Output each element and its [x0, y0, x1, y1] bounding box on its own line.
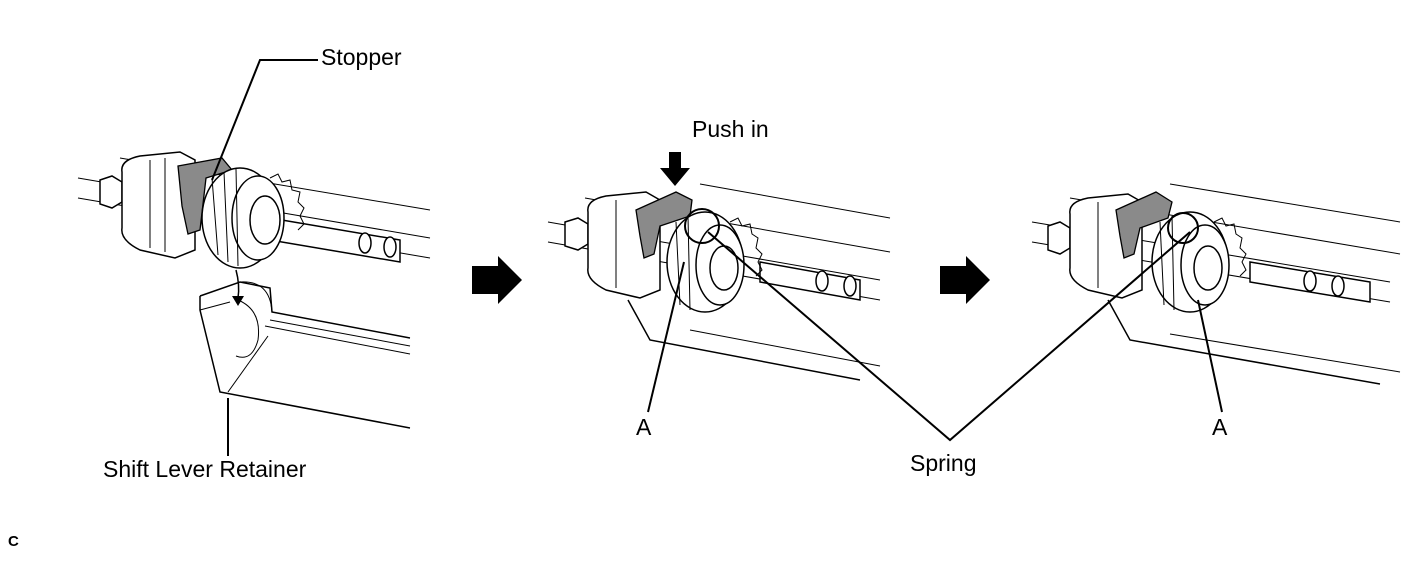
a-label-right: A	[1212, 414, 1228, 440]
stopper-clip-2	[635, 191, 693, 259]
spring-leader	[707, 231, 1191, 442]
stopper-clip-3	[1115, 191, 1173, 259]
step-arrow-1	[472, 256, 522, 304]
panel-3-installed	[1031, 183, 1401, 413]
spring-detail-circle-3	[1167, 212, 1199, 244]
push-in-label: Push in	[692, 116, 769, 142]
splined-collar	[201, 167, 305, 269]
stopper-label: Stopper	[321, 44, 402, 70]
panel-1-before-install	[77, 59, 431, 456]
push-in-arrow	[660, 152, 690, 186]
shift-lever-retainer-label: Shift Lever Retainer	[103, 456, 307, 482]
hex-nut	[99, 175, 123, 209]
install-direction-arrow	[235, 269, 240, 299]
cable-housing	[121, 151, 196, 259]
a-leader-left	[647, 261, 685, 413]
stopper-leader	[211, 59, 318, 181]
step-arrow-2	[940, 256, 990, 304]
figure-code: C	[8, 533, 19, 550]
a-label-left: A	[636, 414, 652, 440]
spring-label: Spring	[910, 450, 977, 476]
a-leader-right	[1197, 299, 1223, 413]
spring-detail-circle	[684, 208, 720, 244]
panel-2-push-in	[547, 152, 891, 413]
shift-lever-retainer	[199, 281, 411, 429]
